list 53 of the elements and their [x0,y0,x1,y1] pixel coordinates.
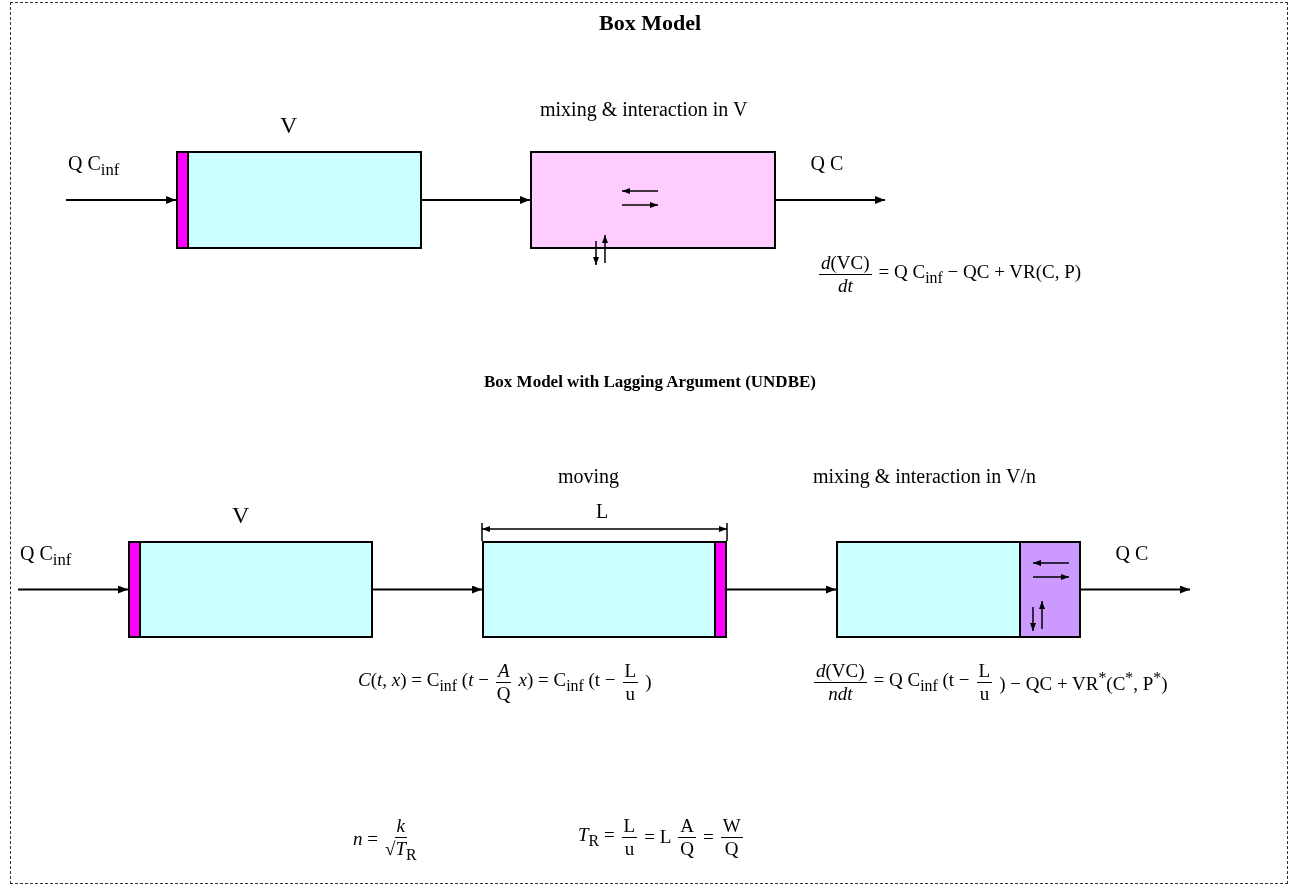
arrow [17,585,129,594]
formula-term: ndt [828,682,853,705]
arrow [1080,585,1191,594]
formula-term: C(t, x) = C$_{inf}$ (t − [358,669,489,696]
formula-term: u [624,837,635,860]
formula-term: x) = C$_{inf}$ (t − [518,669,616,696]
formula-term: A [678,815,697,838]
process-box [836,541,1079,638]
formula-term: L [976,660,993,683]
formula-term: k [394,815,407,838]
box-caption: mixing & interaction in V/n [813,465,1036,488]
box-caption: mixing & interaction in V [540,98,748,121]
formula-term: Q [496,682,511,705]
formula-term: Q [724,837,739,860]
formula-term: u [979,682,990,705]
formula-term: dt [837,274,853,297]
edge-label: Q C [1115,541,1149,565]
formula-term: A [495,660,512,683]
formula-term: √T$_{R}$ [384,837,417,864]
formula-term: = L [644,826,672,849]
edge-label: Q C$_{inf}$ [68,152,120,180]
formula-term: d(VC) [819,252,872,275]
box-caption: moving [558,465,620,488]
arrow [726,585,837,594]
dimension-label: L [596,500,609,523]
formula-term: = Q C$_{inf}$ − QC + VR(C, P) [878,261,1082,288]
arrow [372,585,483,594]
process-box [128,541,373,638]
process-box [482,541,727,638]
reaction-zone-box [1019,541,1081,638]
arrow [65,196,177,204]
box-caption: V [232,502,250,529]
edge-label: Q C$_{inf}$ [20,541,72,570]
formula-term: L [621,815,638,838]
formula-term: ) [645,671,652,694]
process-box [530,151,776,249]
formula-term: Q [680,837,695,860]
formula-term: T$_{R}$ = [578,824,615,851]
formula-term: = [703,826,714,849]
formula-term: n = [353,828,378,851]
formula-term: d(VC) [814,660,867,683]
formula-term: = Q C$_{inf}$ (t − [873,669,970,696]
formula-term: ) − QC + VR$^{*}$(C$^{*}$, P$^{*}$) [999,669,1168,696]
arrow [421,196,531,204]
process-box [176,151,422,249]
arrow [775,196,886,204]
formula-term: L [622,660,639,683]
section-heading: Box Model with Lagging Argument (UNDBE) [483,372,817,392]
formula-term: W [720,815,743,838]
edge-label: Q C [810,152,844,175]
box-caption: V [280,112,298,139]
formula-term: u [625,682,636,705]
diagram-title: Box Model [597,10,703,36]
